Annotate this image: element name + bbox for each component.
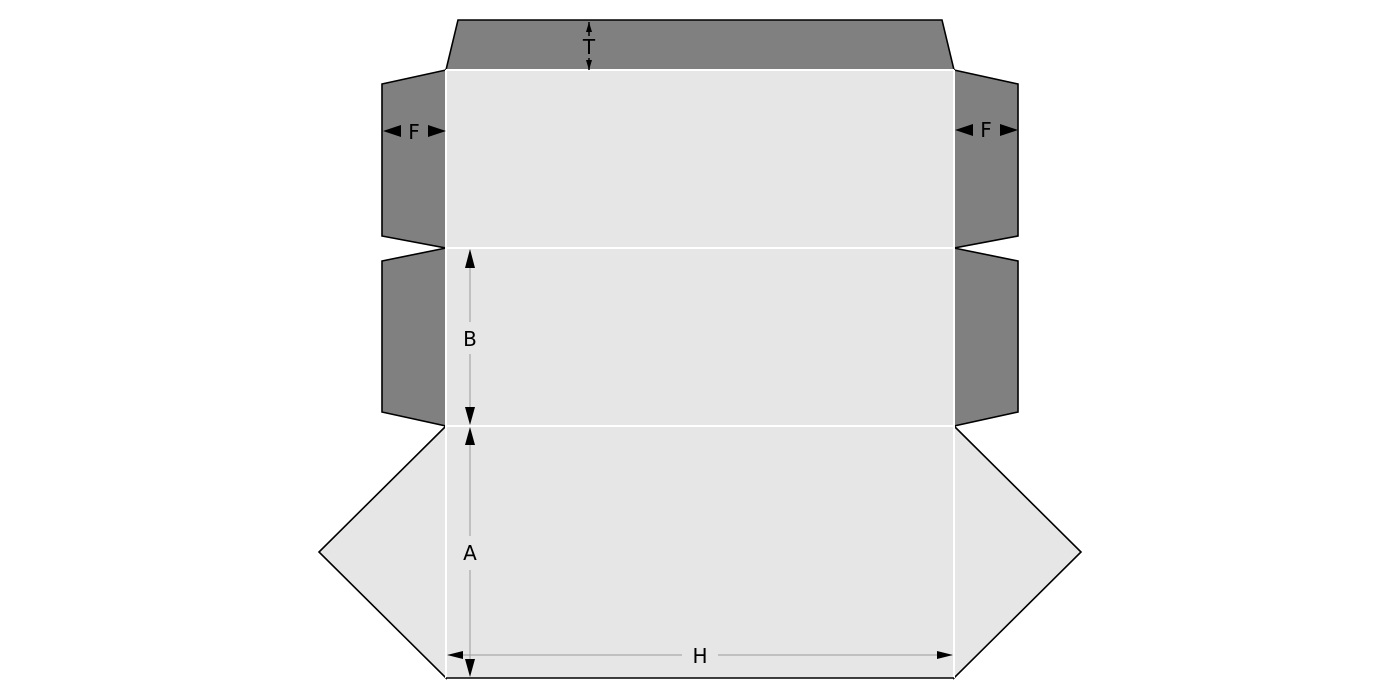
dimension-label-t: T: [582, 35, 596, 59]
arrow-down-icon: [465, 659, 475, 677]
left-side-wing: [317, 424, 447, 680]
left-lower-dust-flap: [381, 247, 447, 427]
arrow-left-icon: [383, 125, 401, 137]
dimension-t: T: [582, 22, 596, 70]
right-side-wing: [953, 424, 1083, 680]
arrow-left-icon: [955, 124, 973, 136]
right-lower-dust-flap: [953, 247, 1019, 427]
right-upper-dust-flap: [953, 69, 1019, 249]
arrow-left-icon: [447, 651, 463, 659]
top-panel: [446, 70, 954, 248]
arrow-right-icon: [937, 651, 953, 659]
dimension-a: A: [463, 427, 477, 677]
arrow-up-icon: [465, 249, 475, 268]
left-upper-dust-flap: [381, 69, 447, 249]
dimension-label-h: H: [692, 644, 707, 668]
dimension-h: H: [447, 644, 953, 668]
bottom-panel: [446, 426, 954, 678]
dimension-f-right: F: [955, 118, 1018, 142]
dimension-label-f-left: F: [408, 120, 420, 144]
dimension-label-a: A: [463, 541, 477, 565]
dimension-b: B: [463, 249, 477, 425]
dimension-label-f-right: F: [980, 118, 992, 142]
tuck-flap: [444, 19, 956, 71]
crease-lines: [445, 69, 955, 678]
arrow-right-icon: [1000, 124, 1018, 136]
arrow-right-icon: [428, 125, 446, 137]
arrow-up-icon: [465, 427, 475, 445]
middle-panel: [446, 248, 954, 426]
arrow-down-icon: [465, 407, 475, 425]
dimension-f-left: F: [383, 120, 446, 144]
dimension-label-b: B: [463, 327, 477, 351]
